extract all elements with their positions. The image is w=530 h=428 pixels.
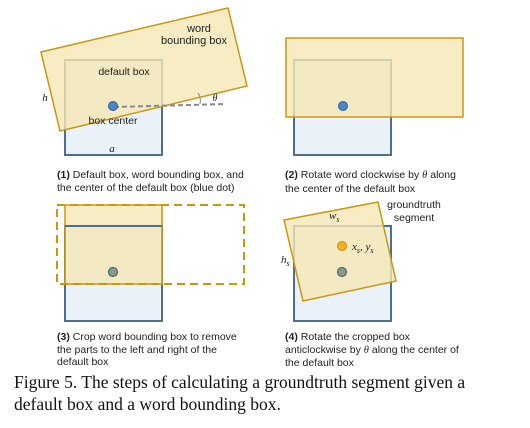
panel-4: groundtruth segment ws hs xs, ys — [281, 199, 441, 322]
groundtruth-label-line2: segment — [394, 212, 434, 224]
center-dot — [338, 101, 348, 111]
word-bbox-label-line2: bounding box — [161, 35, 228, 47]
removed-parts-outline — [56, 204, 245, 285]
panel-4-caption: (4) Rotate the cropped box anticlockwise… — [285, 331, 459, 369]
center-dot — [336, 266, 348, 278]
segment-height-label: hs — [281, 254, 290, 268]
width-label: a — [109, 143, 115, 155]
box-center-label: box center — [88, 115, 138, 127]
figure-caption-line1: Figure 5. The steps of calculating a gro… — [14, 372, 466, 392]
angle-arc — [197, 92, 201, 105]
panel-3-caption: (3) Crop word bounding box to remove the… — [57, 331, 237, 368]
figure-caption-line2: default box and a word bounding box. — [14, 394, 281, 414]
panel-2-caption: (2) Rotate word clockwise by θ along the… — [285, 169, 456, 195]
word-bounding-box — [40, 7, 248, 132]
height-label: h — [42, 92, 48, 104]
panel-1: word bounding box default box box center… — [40, 7, 248, 156]
word-bounding-box-rotated — [285, 37, 464, 118]
diagram-canvas: word bounding box default box box center… — [40, 7, 464, 322]
segment-center-dot — [337, 241, 347, 251]
center-dot — [107, 266, 119, 278]
panel-1-caption: (1) Default box, word bounding box, and … — [57, 169, 244, 194]
panel-3 — [56, 204, 245, 322]
segment-center-label: xs, ys — [351, 241, 374, 255]
groundtruth-label-line1: groundtruth — [387, 199, 441, 211]
angle-reference-line — [113, 103, 227, 108]
default-box-label: default box — [98, 66, 150, 78]
word-bbox-label-line1: word — [186, 23, 211, 35]
groundtruth-segment-box — [283, 201, 397, 302]
figure-caption: Figure 5. The steps of calculating a gro… — [14, 371, 519, 415]
theta-label: θ — [213, 93, 218, 104]
center-dot — [108, 101, 118, 111]
segment-width-label: ws — [329, 210, 339, 224]
panel-2 — [285, 37, 464, 156]
